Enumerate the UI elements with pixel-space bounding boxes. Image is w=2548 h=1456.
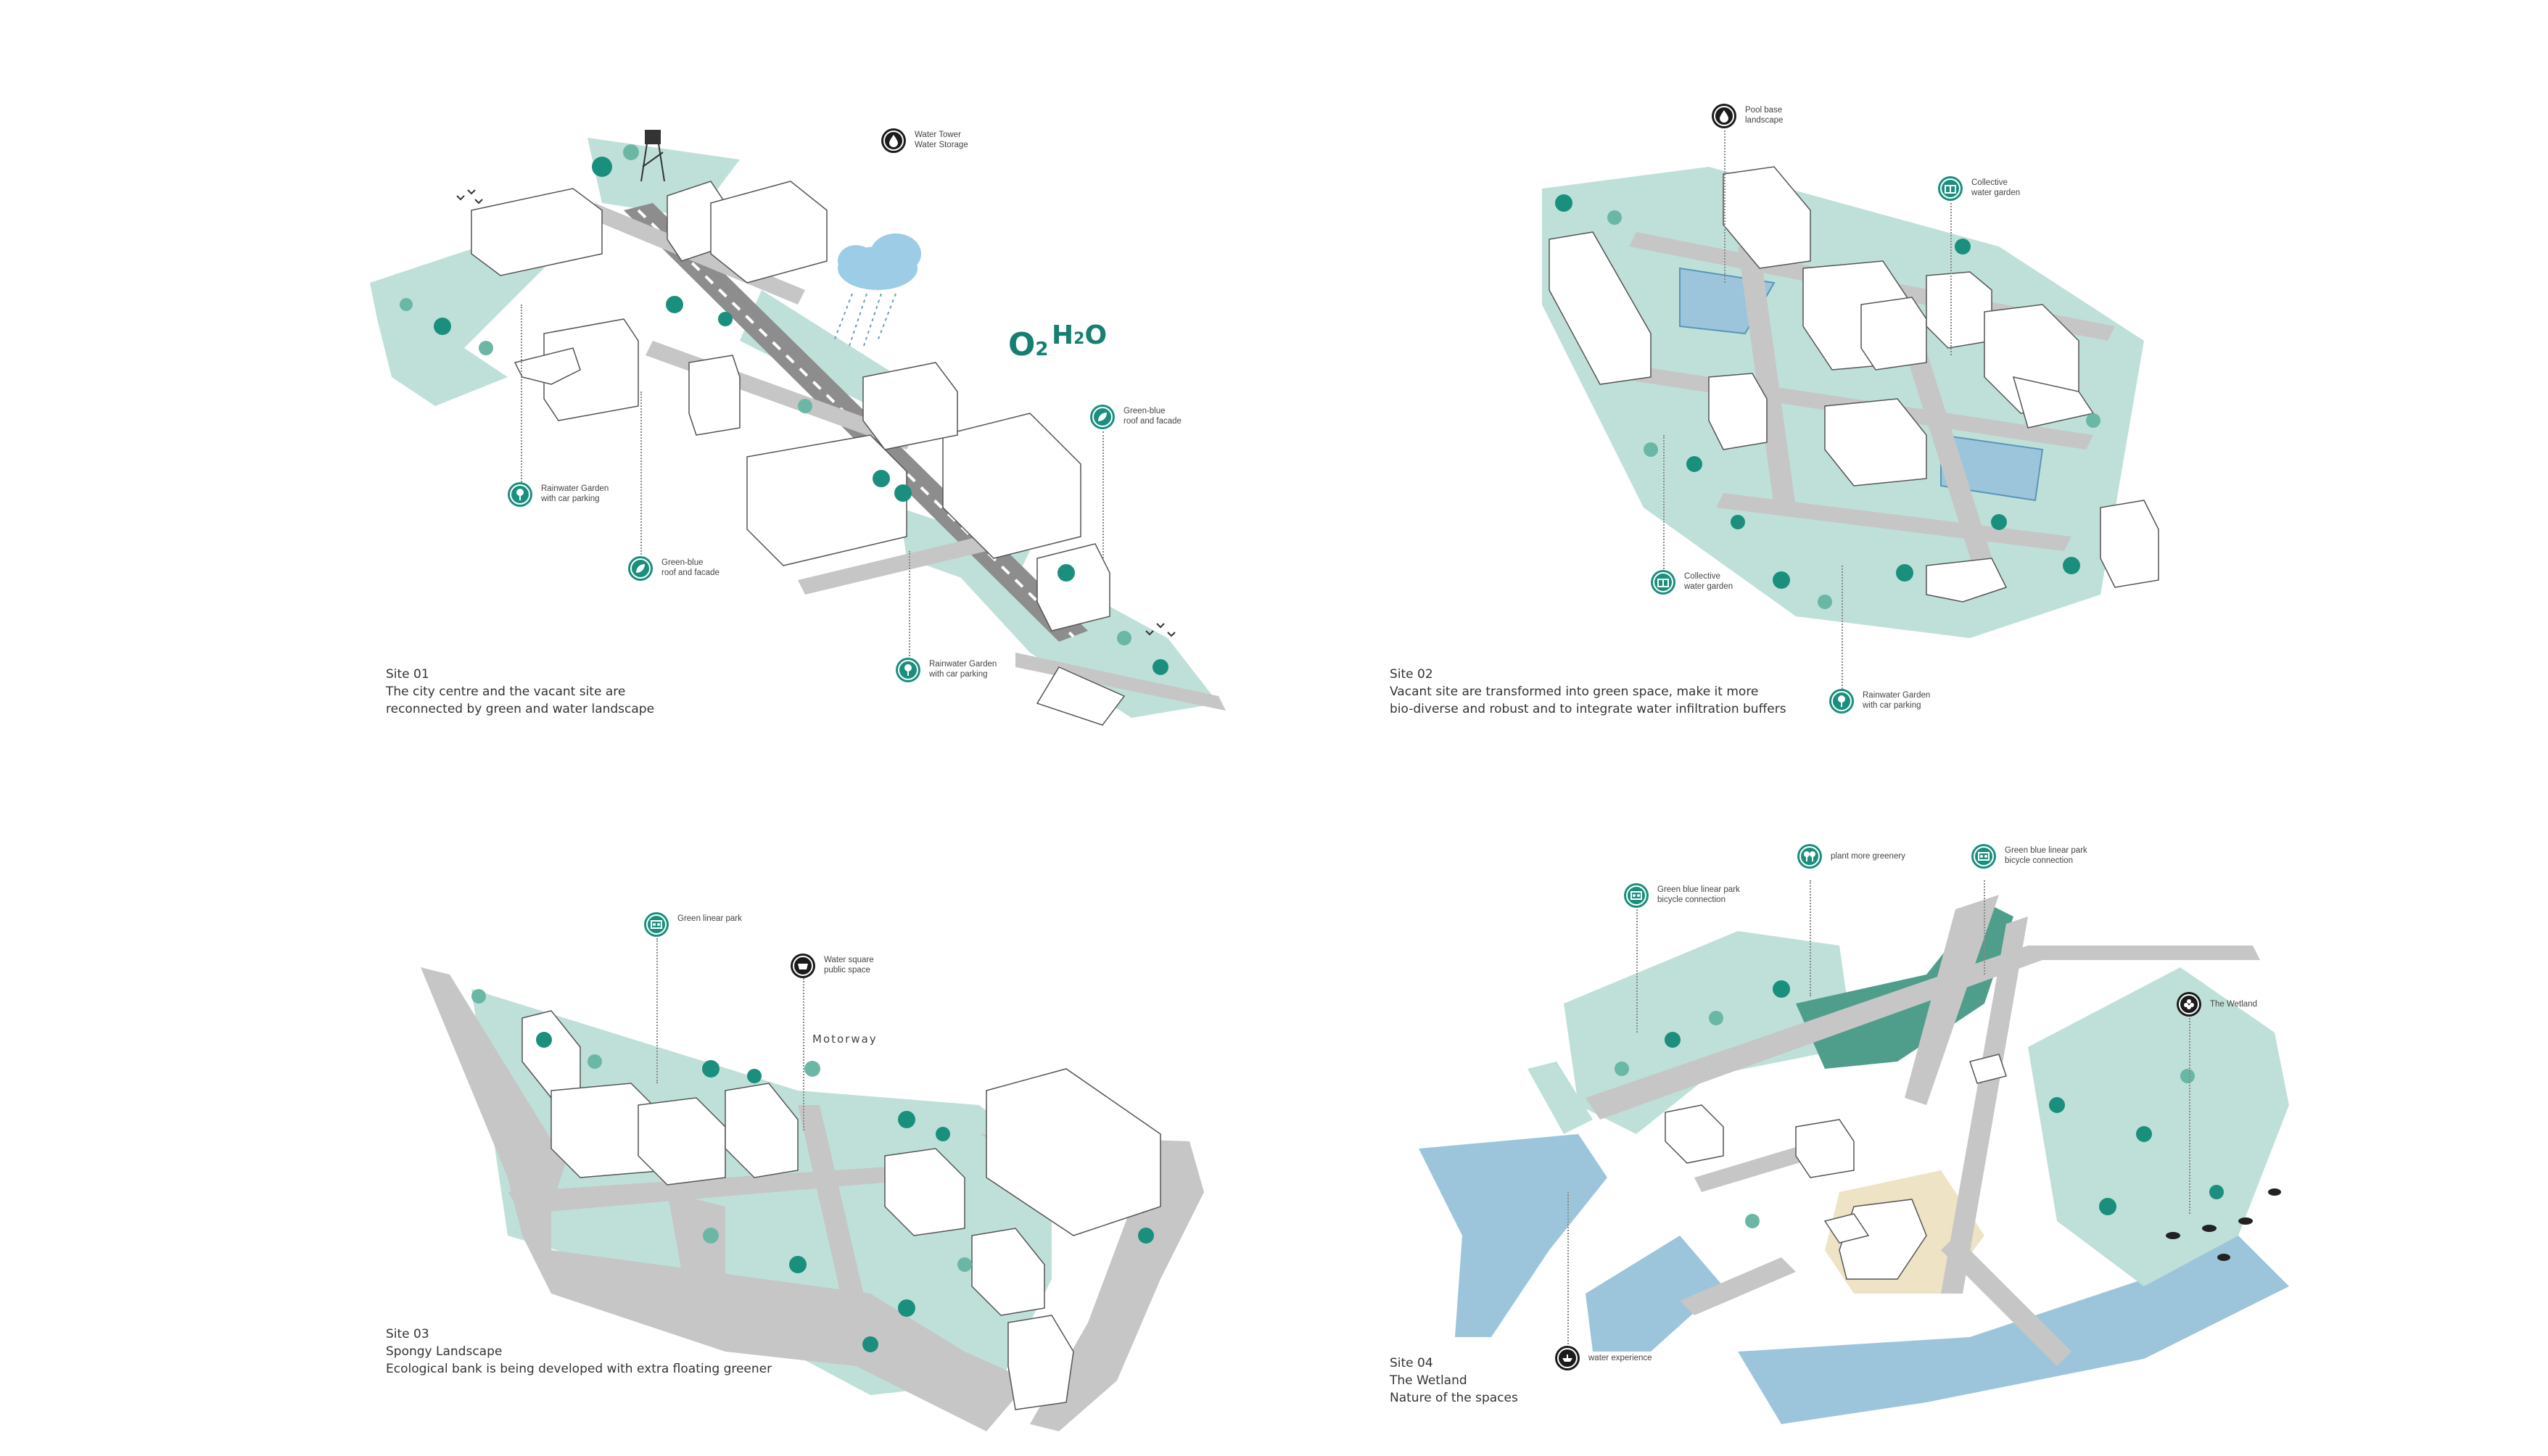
flower-icon	[2177, 992, 2201, 1017]
caption-title: Site 04	[1390, 1354, 1518, 1372]
park-icon	[644, 912, 669, 937]
leader-line	[640, 392, 642, 555]
rain-cloud-icon	[834, 233, 921, 348]
caption-line: Nature of the spaces	[1390, 1389, 1518, 1407]
h2o-subscript: 2	[1073, 330, 1084, 348]
garden-icon	[1651, 570, 1675, 595]
motorway-label: Motorway	[812, 1033, 878, 1046]
basin-icon	[791, 954, 815, 978]
leader-line	[803, 978, 804, 1130]
callout-label: Pool baselandscape	[1745, 105, 1783, 125]
leader-line	[1950, 199, 1952, 355]
o2-subscript: 2	[1035, 339, 1048, 360]
water-body	[1738, 1236, 2289, 1424]
site-02-map	[1274, 0, 2547, 728]
site-02-caption: Site 02 Vacant site are transformed into…	[1390, 666, 1786, 718]
caption-title: Site 01	[386, 666, 654, 683]
tree-icon	[1829, 689, 1854, 713]
callout-green-linear-park: Green linear park	[644, 912, 742, 937]
site-04-map	[1274, 728, 2547, 1456]
caption-line: The Wetland	[1390, 1372, 1518, 1389]
caption-line: bio-diverse and robust and to integrate …	[1390, 700, 1786, 718]
caption-title: Site 02	[1390, 666, 1786, 683]
callout-plant-greenery: plant more greenery	[1797, 844, 1905, 869]
leader-line	[1724, 131, 1726, 283]
water-body	[1419, 1134, 1607, 1337]
callout-the-wetland: The Wetland	[2177, 992, 2257, 1017]
leader-line	[1102, 431, 1104, 558]
h2o-label: H2O	[1052, 320, 1107, 350]
leader-line	[1567, 1192, 1569, 1344]
water-drop-icon	[1712, 104, 1736, 128]
garden-icon	[1938, 176, 1963, 201]
leader-line	[656, 938, 658, 1083]
site-01-caption: Site 01 The city centre and the vacant s…	[386, 666, 654, 718]
site-04-panel: Green blue linear parkbicycle connection…	[1274, 728, 2547, 1456]
leader-line	[1984, 880, 1985, 975]
trees-icon	[1797, 844, 1822, 869]
o2-letter: O	[1008, 326, 1035, 363]
caption-line: reconnected by green and water landscape	[386, 700, 654, 718]
leader-line	[1842, 566, 1843, 689]
h2o-h-letter: H	[1052, 320, 1073, 350]
callout-label: Green blue linear parkbicycle connection	[1657, 885, 1740, 905]
caption-line: Vacant site are transformed into green s…	[1390, 683, 1786, 700]
callout-label: Rainwater Gardenwith car parking	[1863, 690, 1930, 711]
leader-line	[521, 305, 522, 482]
leader-line	[1810, 880, 1811, 996]
tree-icon	[508, 482, 532, 507]
callout-water-tower: Water TowerWater Storage	[881, 128, 968, 153]
leader-line	[2189, 1018, 2190, 1214]
leader-line	[1636, 909, 1638, 1033]
leader-line	[1663, 435, 1665, 569]
caption-title: Site 03	[386, 1325, 772, 1343]
caption-line: Spongy Landscape	[386, 1343, 772, 1360]
water-drop-icon	[881, 128, 906, 153]
leader-line	[909, 551, 910, 656]
caption-line: Ecological bank is being developed with …	[386, 1360, 772, 1378]
callout-label: The Wetland	[2210, 999, 2257, 1009]
caption-line: The city centre and the vacant site are	[386, 683, 654, 700]
boat-icon	[1555, 1346, 1580, 1370]
leaf-icon	[1090, 405, 1115, 429]
park-icon	[1624, 883, 1649, 908]
site-04-caption: Site 04 The Wetland Nature of the spaces	[1390, 1354, 1518, 1407]
site-01-map	[0, 0, 1274, 728]
o2-label: O2	[1008, 326, 1049, 363]
leaf-icon	[628, 556, 653, 581]
site-03-caption: Site 03 Spongy Landscape Ecological bank…	[386, 1325, 772, 1378]
callout-label: Collectivewater garden	[1971, 178, 2020, 198]
h2o-o-letter: O	[1084, 320, 1107, 350]
tree-icon	[896, 658, 920, 682]
callout-label: Green linear park	[677, 914, 742, 924]
callout-label: plant more greenery	[1831, 851, 1905, 861]
park-icon	[1971, 844, 1996, 869]
callout-water-experience: water experience	[1555, 1346, 1652, 1370]
callout-label: water experience	[1588, 1353, 1652, 1363]
